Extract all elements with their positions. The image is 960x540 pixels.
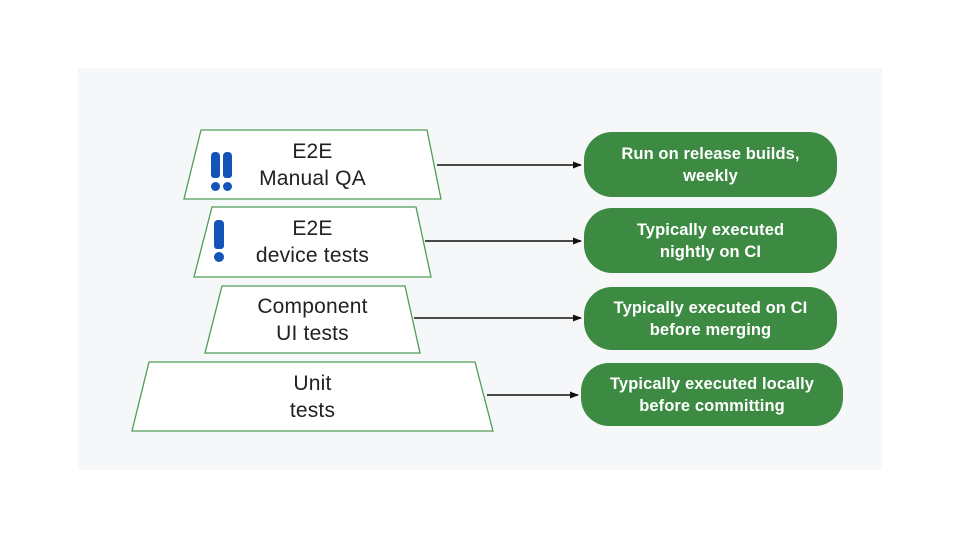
note-line: Typically executed on CI [613,298,808,317]
label-line: UI tests [276,321,349,345]
exclamation-dot [223,182,232,191]
note-pill-nightly-ci: Typically executed nightly on CI [584,208,837,273]
exclamation-mark [214,220,224,262]
note-line: Typically executed [636,220,785,239]
note-line: before committing [639,396,785,415]
note-line: nightly on CI [659,242,762,261]
note-line: weekly [683,166,738,185]
note-pill-ci-before-merging: Typically executed on CI before merging [584,287,837,350]
exclamation-bar [211,152,220,178]
note-line: Typically executed locally [609,374,815,393]
exclamation-mark [211,152,220,191]
label-line: Manual QA [259,166,366,190]
label-line: device tests [255,244,370,267]
trapezoid-label-e2e-manual-qa: E2E Manual QA [184,130,441,199]
exclamation-icon [214,220,224,262]
note-pill-locally-before-committing: Typically executed locally before commit… [581,363,843,426]
exclamation-dot [214,252,224,262]
exclamation-bar [214,220,224,249]
trapezoid-label-e2e-device-tests: E2E device tests [194,207,431,277]
trapezoid-label-unit-tests: Unit tests [132,362,493,431]
exclamation-dot [211,182,220,191]
label-line: Unit [293,371,332,395]
exclamation-mark [223,152,232,191]
double-exclamation-icon [211,152,232,191]
label-line: Component [257,294,368,318]
label-line: tests [289,398,336,422]
note-pill-release-builds: Run on release builds, weekly [584,132,837,197]
note-line: Run on release builds, [621,144,800,163]
label-line: E2E [292,217,333,240]
label-line: E2E [292,139,333,163]
trapezoid-label-component-ui-tests: Component UI tests [205,286,420,353]
note-line: before merging [649,320,772,339]
exclamation-bar [223,152,232,178]
